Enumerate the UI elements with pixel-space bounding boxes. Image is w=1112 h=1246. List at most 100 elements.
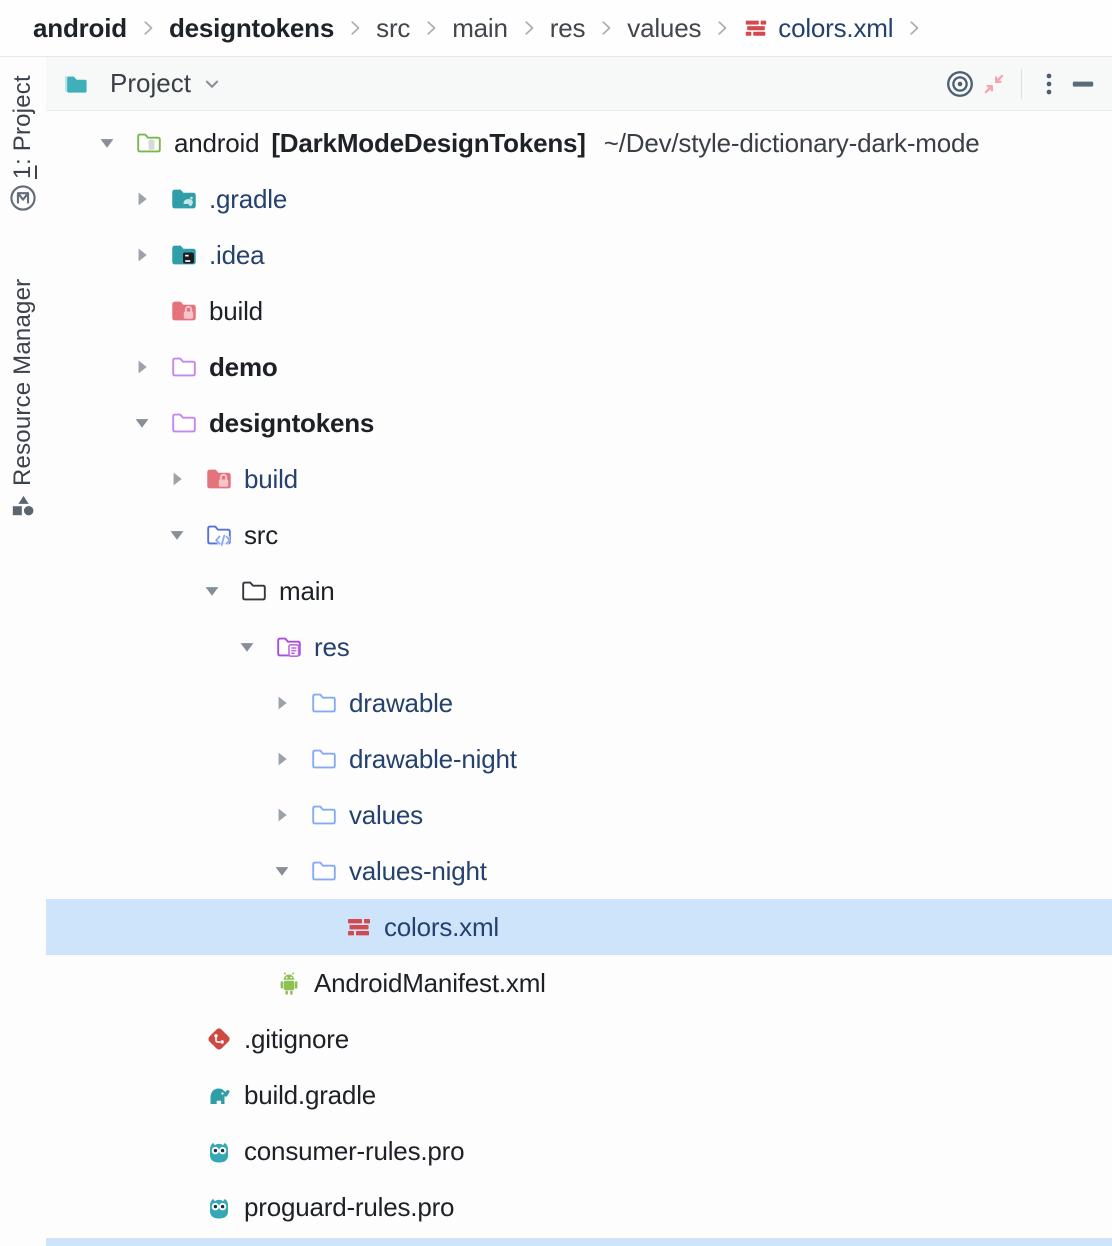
expand-arrow-down-icon[interactable] [234, 634, 260, 660]
node-label: android [174, 127, 260, 158]
expand-arrow-down-icon[interactable] [269, 858, 295, 884]
partially-visible-selected-row [46, 1238, 1112, 1246]
tree-row--gitignore[interactable]: .gitignore [46, 1011, 1112, 1067]
module-folder-icon [169, 408, 199, 438]
node-label: AndroidManifest.xml [314, 967, 546, 998]
expand-arrow-right-icon[interactable] [129, 354, 155, 380]
breadcrumb-item-src[interactable]: src [376, 12, 411, 43]
project-tool-window: Project android [DarkModeDesignTokens] ~/D… [46, 57, 1112, 1246]
git-file-icon [204, 1024, 234, 1054]
tree-row-consumer-rules-pro[interactable]: consumer-rules.pro [46, 1123, 1112, 1179]
idea-folder-icon [169, 240, 199, 270]
breadcrumb: android designtokens src main res values color… [0, 0, 1112, 57]
breadcrumb-item-android[interactable]: android [33, 12, 127, 43]
tree-row-drawable[interactable]: drawable [46, 675, 1112, 731]
node-label: values [349, 799, 423, 830]
tree-row-main[interactable]: main [46, 563, 1112, 619]
tree-row-build-gradle[interactable]: build.gradle [46, 1067, 1112, 1123]
proguard-file-icon [204, 1192, 234, 1222]
node-label: build [209, 295, 263, 326]
tree-row-demo[interactable]: demo [46, 339, 1112, 395]
expand-arrow-right-icon[interactable] [269, 746, 295, 772]
breadcrumb-item-values[interactable]: values [627, 12, 702, 43]
plain-folder-icon [239, 576, 269, 606]
collapse-window-icon[interactable] [977, 67, 1011, 101]
breadcrumb-item-designtokens[interactable]: designtokens [168, 12, 335, 43]
tree-row-androidmanifest-xml[interactable]: AndroidManifest.xml [46, 955, 1112, 1011]
expand-arrow-down-icon[interactable] [164, 522, 190, 548]
resource-folder-icon [309, 744, 339, 774]
node-label: .gradle [209, 183, 288, 214]
xml-file-icon [344, 912, 374, 942]
project-view-icon [60, 69, 90, 99]
tree-row-android[interactable]: android [DarkModeDesignTokens] ~/Dev/style… [46, 115, 1112, 171]
circled-m-icon[interactable] [8, 183, 38, 213]
tree-row-values[interactable]: values [46, 787, 1112, 843]
node-label: main [279, 575, 335, 606]
breadcrumb-separator-icon [420, 17, 442, 39]
breadcrumb-item-res[interactable]: res [549, 12, 586, 43]
tree-indent-spacer [129, 298, 155, 324]
node-label: build [244, 463, 298, 494]
resource-folder-icon [309, 800, 339, 830]
android-project-folder-icon [134, 128, 164, 158]
project-path-label: ~/Dev/style-dictionary-dark-mode [603, 127, 980, 158]
breadcrumb-separator-icon [595, 17, 617, 39]
tree-row--idea[interactable]: .idea [46, 227, 1112, 283]
breadcrumb-separator-icon [137, 17, 159, 39]
node-label: values-night [349, 855, 487, 886]
proguard-file-icon [204, 1136, 234, 1166]
expand-arrow-right-icon[interactable] [129, 186, 155, 212]
breadcrumb-item-colors-xml[interactable]: colors.xml [743, 13, 893, 44]
node-label: drawable [349, 687, 453, 718]
tree-indent-spacer [164, 1082, 190, 1108]
breadcrumb-separator-icon [711, 17, 733, 39]
breadcrumb-separator-icon [344, 17, 366, 39]
expand-arrow-right-icon[interactable] [269, 690, 295, 716]
node-label: drawable-night [349, 743, 517, 774]
expand-arrow-down-icon[interactable] [94, 130, 120, 156]
tree-row-values-night[interactable]: values-night [46, 843, 1112, 899]
expand-arrow-right-icon[interactable] [129, 242, 155, 268]
project-view-selector[interactable]: Project [60, 68, 225, 99]
module-name-label: [DarkModeDesignTokens] [271, 127, 586, 158]
tree-row-build[interactable]: build [46, 283, 1112, 339]
breadcrumb-item-main[interactable]: main [452, 12, 508, 43]
expand-arrow-down-icon[interactable] [199, 578, 225, 604]
node-label: colors.xml [384, 911, 500, 942]
tree-row-build[interactable]: build [46, 451, 1112, 507]
tree-row--gradle[interactable]: .gradle [46, 171, 1112, 227]
excluded-folder-icon [169, 296, 199, 326]
tree-row-proguard-rules-pro[interactable]: proguard-rules.pro [46, 1179, 1112, 1235]
excluded-folder-icon [204, 464, 234, 494]
breadcrumb-separator-icon [903, 17, 925, 39]
panel-title: Project [110, 68, 191, 98]
expand-arrow-down-icon[interactable] [129, 410, 155, 436]
tool-window-button--project[interactable]: 1: Project [9, 75, 36, 179]
expand-arrow-right-icon[interactable] [164, 466, 190, 492]
project-panel-header: Project [46, 57, 1112, 111]
header-separator [1021, 68, 1022, 99]
kebab-menu-icon[interactable] [1032, 67, 1066, 101]
node-label: build.gradle [244, 1079, 377, 1110]
minimize-icon[interactable] [1066, 67, 1100, 101]
chevron-down-icon [199, 71, 225, 97]
tool-window-button-resource-manager[interactable]: Resource Manager [9, 278, 36, 486]
tree-row-drawable-night[interactable]: drawable-night [46, 731, 1112, 787]
shapes-icon[interactable] [8, 491, 38, 521]
expand-arrow-right-icon[interactable] [269, 802, 295, 828]
tree-row-res[interactable]: res [46, 619, 1112, 675]
node-label: consumer-rules.pro [244, 1135, 465, 1166]
tree-row-colors-xml[interactable]: colors.xml [46, 899, 1112, 955]
tree-row-src[interactable]: src [46, 507, 1112, 563]
locate-target-icon[interactable] [943, 67, 977, 101]
tree-indent-spacer [164, 1138, 190, 1164]
gradle-folder-icon [169, 184, 199, 214]
tree-row-designtokens[interactable]: designtokens [46, 395, 1112, 451]
node-label: res [314, 631, 350, 662]
node-label: src [244, 519, 279, 550]
resource-folder-icon [309, 856, 339, 886]
src-folder-icon [204, 520, 234, 550]
xml-file-icon [743, 15, 769, 41]
